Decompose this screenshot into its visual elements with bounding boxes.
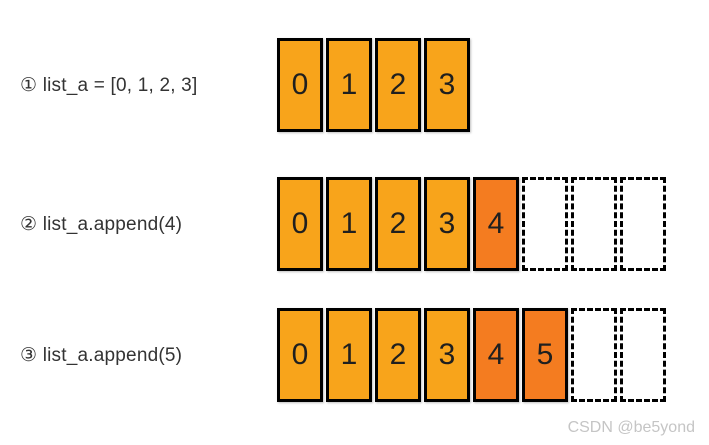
list-cell-0: 0 — [277, 308, 323, 402]
list-slot-empty — [571, 308, 617, 402]
list-slot-empty — [620, 177, 666, 271]
list-slot-empty — [620, 308, 666, 402]
list-cell-1: 1 — [326, 308, 372, 402]
step-label-1: ① list_a = [0, 1, 2, 3] — [20, 74, 198, 96]
step-label-3: ③ list_a.append(5) — [20, 344, 183, 366]
list-cell-1: 1 — [326, 177, 372, 271]
list-cell-2: 2 — [375, 308, 421, 402]
step-label-2: ② list_a.append(4) — [20, 213, 183, 235]
list-cell-3: 3 — [424, 177, 470, 271]
list-cell-4: 4 — [473, 177, 519, 271]
watermark-text: CSDN @be5yond — [567, 419, 695, 436]
list-cell-0: 0 — [277, 177, 323, 271]
list-cell-4: 4 — [473, 308, 519, 402]
list-slot-empty — [571, 177, 617, 271]
list-cell-3: 3 — [424, 38, 470, 132]
list-cell-3: 3 — [424, 308, 470, 402]
list-cell-2: 2 — [375, 177, 421, 271]
list-cell-2: 2 — [375, 38, 421, 132]
list-cell-0: 0 — [277, 38, 323, 132]
list-cell-5: 5 — [522, 308, 568, 402]
list-cell-1: 1 — [326, 38, 372, 132]
list-slot-empty — [522, 177, 568, 271]
